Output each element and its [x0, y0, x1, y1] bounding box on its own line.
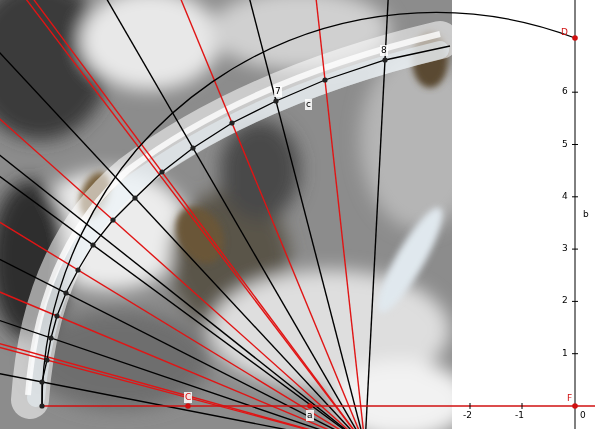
ray-line: [0, 0, 365, 429]
curve-point: [39, 379, 44, 384]
ray-line: [0, 0, 365, 429]
axis-tick: [572, 249, 578, 250]
curve-point: [90, 242, 95, 247]
axis-tick: [572, 301, 578, 302]
curve-point: [54, 313, 59, 318]
ray-line: [0, 0, 365, 429]
axis-number: 1: [561, 348, 569, 359]
axis-number: 4: [561, 191, 569, 202]
ray-line: [0, 97, 365, 429]
point-label: C: [184, 392, 192, 403]
circle-arc: [42, 12, 575, 406]
ray-line: [21, 0, 365, 429]
point-number: 7: [274, 86, 282, 97]
point-label: D: [560, 27, 569, 38]
curve-c: [42, 46, 450, 406]
point-a: [307, 403, 313, 409]
line-label: b: [582, 209, 590, 220]
axis-tick: [470, 403, 471, 409]
ray-line: [140, 0, 365, 429]
curve-point: [132, 195, 137, 200]
curve-point: [159, 169, 164, 174]
ray-line: [0, 0, 365, 429]
point-f: [572, 403, 578, 409]
curve-point: [44, 357, 49, 362]
ray-line: [267, 0, 365, 429]
ray-line: [0, 0, 365, 429]
axis-number: 5: [561, 139, 569, 150]
axis-number: 3: [561, 243, 569, 254]
point-label: F: [566, 393, 573, 404]
curve-point: [48, 335, 53, 340]
curve-point: [229, 120, 234, 125]
ray-line: [0, 0, 365, 429]
curve-label: c: [305, 99, 312, 110]
curve-point: [39, 403, 44, 408]
curve-point: [63, 290, 68, 295]
axis-tick: [572, 196, 578, 197]
curve-point: [273, 98, 278, 103]
point-c: [185, 403, 191, 409]
curve-point: [190, 145, 195, 150]
point-number: 8: [380, 45, 388, 56]
axis-tick: [572, 353, 578, 354]
point-d: [572, 35, 578, 41]
line-label: a: [306, 410, 314, 421]
curve-point: [382, 57, 387, 62]
axis-number: 0: [579, 410, 587, 421]
ray-line: [0, 0, 365, 429]
curve-point: [110, 217, 115, 222]
ray-line: [0, 155, 365, 429]
ray-line: [0, 204, 365, 429]
axis-number: -2: [462, 410, 473, 421]
axis-number: -1: [514, 410, 525, 421]
axis-number: 6: [561, 86, 569, 97]
ray-line: [0, 0, 365, 429]
red-line: [42, 405, 595, 407]
axis-tick: [572, 144, 578, 145]
axis-tick: [572, 92, 578, 93]
axis-number: 2: [561, 295, 569, 306]
curve-point: [75, 267, 80, 272]
axis-tick: [522, 403, 523, 409]
y-axis: [575, 0, 576, 429]
curve-point: [322, 77, 327, 82]
